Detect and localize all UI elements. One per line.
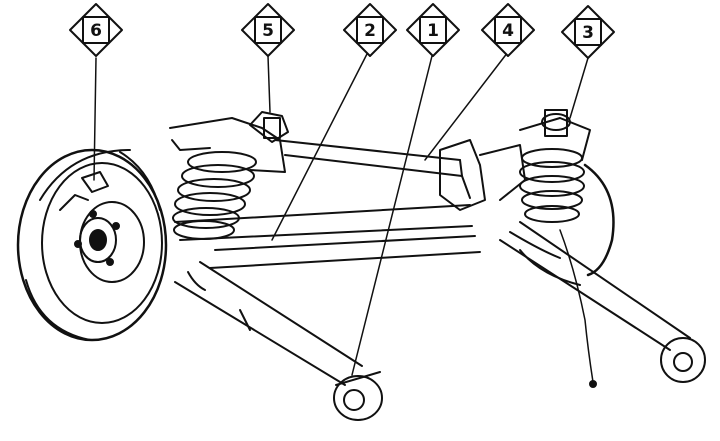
leader-line-1 [351, 51, 434, 376]
spring-seat-left [169, 111, 289, 173]
leader-line-4 [424, 51, 509, 161]
callout-4-label: 4 [502, 21, 514, 41]
trailing-arm-bush-right [660, 337, 706, 383]
axle-beam [174, 204, 481, 269]
brake-drum-left [16, 148, 168, 342]
callout-2: 2 [343, 3, 397, 57]
upper-link [274, 139, 463, 177]
trailing-arm-right [499, 221, 691, 351]
leader-line-5 [267, 55, 271, 113]
leader-line-6 [93, 57, 97, 181]
brake-hose-right [559, 229, 597, 388]
leader-line-2 [271, 51, 369, 241]
callout-2-label: 2 [364, 21, 376, 41]
callout-1: 1 [406, 3, 460, 57]
callout-5: 5 [241, 3, 295, 57]
callout-4: 4 [481, 3, 535, 57]
callout-6-label: 6 [90, 21, 102, 41]
leader-lines [93, 51, 589, 376]
coil-spring-right [519, 148, 585, 223]
trailing-arm-left [174, 261, 363, 386]
callout-6: 6 [69, 3, 123, 57]
callout-3-label: 3 [582, 23, 594, 43]
wheel-hub-left [59, 171, 145, 283]
callout-3: 3 [561, 5, 615, 59]
axle-bracket-right [439, 139, 526, 211]
coil-spring-left [172, 151, 257, 240]
trailing-arm-bush-left [333, 371, 383, 421]
callout-1-label: 1 [427, 21, 439, 41]
callout-5-label: 5 [262, 21, 274, 41]
brake-drum-right [519, 163, 615, 286]
strut-tower-right [519, 109, 591, 161]
leader-line-3 [569, 57, 589, 119]
